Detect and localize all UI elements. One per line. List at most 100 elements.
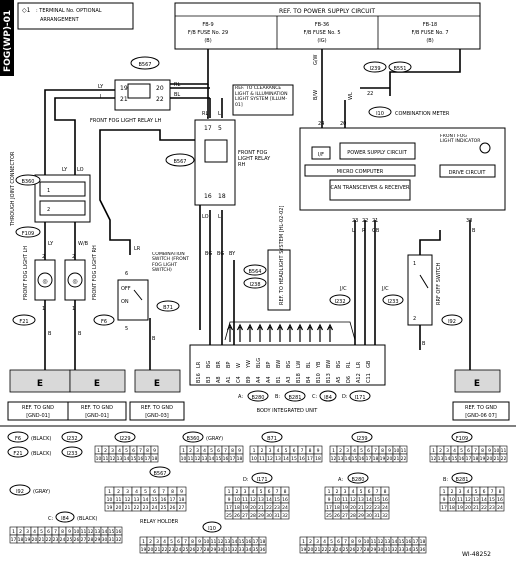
conn-ref-b281: B281 — [456, 477, 469, 483]
bcm-pin-number: A5 — [336, 376, 342, 383]
grounds: E E E E — [9, 369, 501, 393]
pin-cell — [399, 453, 408, 463]
pin-number: 32 — [232, 547, 238, 553]
pin-number: 20 — [487, 456, 493, 462]
pin-number: 9 — [388, 448, 391, 454]
pin-number: 16 — [299, 456, 305, 462]
relay-lh-label: FRONT FOG LIGHT RELAY LH — [90, 118, 161, 124]
tj-connector-1: B360 — [22, 179, 35, 185]
gnd-ref-1-l1: REF. TO GND — [22, 405, 54, 411]
pin-number: 3 — [344, 489, 347, 495]
conn-ref-f6-note: (BLACK) — [31, 436, 51, 442]
pin-number: 29 — [371, 547, 377, 553]
pin-number: 20 — [387, 456, 393, 462]
bcm-arrow — [226, 323, 234, 342]
pin-number: 3 — [446, 448, 449, 454]
fuse-1-id: FB-9 — [202, 22, 213, 28]
pin-number: 21 — [315, 547, 321, 553]
ground-3-label: E — [154, 379, 160, 389]
conn-ref-b567: B567 — [154, 471, 167, 477]
relay-lh-pin-19: 19 — [120, 85, 128, 92]
pin-number: 12 — [378, 539, 384, 545]
bcm-group-d-id: I171 — [354, 395, 365, 401]
bcm-pin-number: A1 — [226, 376, 232, 383]
pin-number: 7 — [474, 448, 477, 454]
pin-number: 22 — [162, 547, 168, 553]
mid-labels: BG BG BY B564 I238 — [205, 251, 267, 289]
pin-number: 18 — [334, 505, 340, 511]
bcm-group-b-key: B: — [275, 394, 280, 400]
pin-number: 13 — [134, 497, 140, 503]
pin-number: 16 — [138, 456, 144, 462]
pin-number: 11 — [81, 529, 87, 535]
pin-number: 26 — [334, 513, 340, 519]
bcm-arrow — [326, 323, 334, 342]
legend-text-2: ARRANGEMENT — [40, 17, 80, 23]
meter-wire-b: B — [472, 228, 476, 234]
pin-number: 4 — [277, 448, 280, 454]
wires — [44, 49, 471, 370]
pin-number: 17 — [11, 537, 17, 543]
jc-label-2: J/C — [381, 286, 389, 292]
pin-number: 5 — [170, 539, 173, 545]
bcm-pin-wire: BP — [226, 362, 232, 368]
pin-number: 7 — [374, 448, 377, 454]
pin-number: 6 — [132, 448, 135, 454]
relay-lh-pin-21: 21 — [120, 96, 128, 103]
gnd-ref-4-l1: REF. TO GND — [465, 405, 497, 411]
pin-cell — [313, 453, 323, 463]
pin-number: 20 — [308, 547, 314, 553]
pin-number: 31 — [374, 513, 380, 519]
pin-number: 17 — [145, 456, 151, 462]
pin-number: 9 — [238, 448, 241, 454]
ground-4-label: E — [474, 379, 480, 389]
pin-number: 17 — [253, 539, 259, 545]
gnd-ref-2-l2: [GND-01] — [85, 413, 109, 419]
pin-number: 20 — [116, 505, 122, 511]
ground-2-label: E — [94, 379, 100, 389]
pin-number: 8 — [309, 448, 312, 454]
bcm-group-a-id: B280 — [252, 395, 265, 401]
pin-number: 18 — [234, 505, 240, 511]
conn-ref-i171: I171 — [256, 477, 267, 483]
pin-number: 9 — [317, 448, 320, 454]
pin-number: 4 — [352, 489, 355, 495]
pin-number: 8 — [384, 489, 387, 495]
pin-number: 10 — [449, 497, 455, 503]
pin-number: 32 — [392, 547, 398, 553]
jc-connector-1: I232 — [334, 299, 345, 305]
pin-number: 17 — [326, 505, 332, 511]
pin-number: 4 — [135, 489, 138, 495]
pin-number: 14 — [366, 497, 372, 503]
pin-number: 3 — [196, 448, 199, 454]
meter-drive: DRIVE CIRCUIT — [449, 170, 487, 176]
pin-number: 17 — [226, 505, 232, 511]
pin-number: 8 — [481, 448, 484, 454]
pin-number: 4 — [323, 539, 326, 545]
pin-number: 5 — [460, 448, 463, 454]
conn-ref-f21: F21 — [13, 451, 22, 457]
pin-number: 6 — [268, 489, 271, 495]
fuse-2-name: F/B FUSE No. 5 — [303, 30, 340, 36]
relay-rh-wire-l2: L — [218, 214, 221, 220]
meter-pin-21: 21 — [372, 218, 378, 224]
ground-2 — [69, 369, 126, 393]
pin-number: 14 — [232, 539, 238, 545]
fog-rh-wire-b: B — [78, 331, 82, 337]
pin-number: 2 — [189, 448, 192, 454]
pin-number: 13 — [438, 456, 444, 462]
tj-wire-ly: LY — [62, 167, 68, 173]
pin-number: 10 — [204, 539, 210, 545]
figure-code: WI-48252 — [462, 551, 491, 558]
pin-number: 6 — [177, 539, 180, 545]
pin-cell — [258, 544, 267, 554]
pin-number: 24 — [497, 505, 503, 511]
pin-number: 19 — [301, 547, 307, 553]
meter-if: I/F — [318, 152, 324, 158]
power-supply-ref: REF. TO POWER SUPPLY CIRCUIT FB-9 F/B FU… — [174, 2, 481, 50]
bcm-group-c-id: I84 — [324, 395, 332, 401]
pin-number: 1 — [97, 448, 100, 454]
relay-rh-label: FRONT FOG LIGHT RELAY RH — [238, 150, 271, 168]
gnd-refs: REF. TO GND [GND-01] REF. TO GND [GND-01… — [7, 401, 510, 421]
